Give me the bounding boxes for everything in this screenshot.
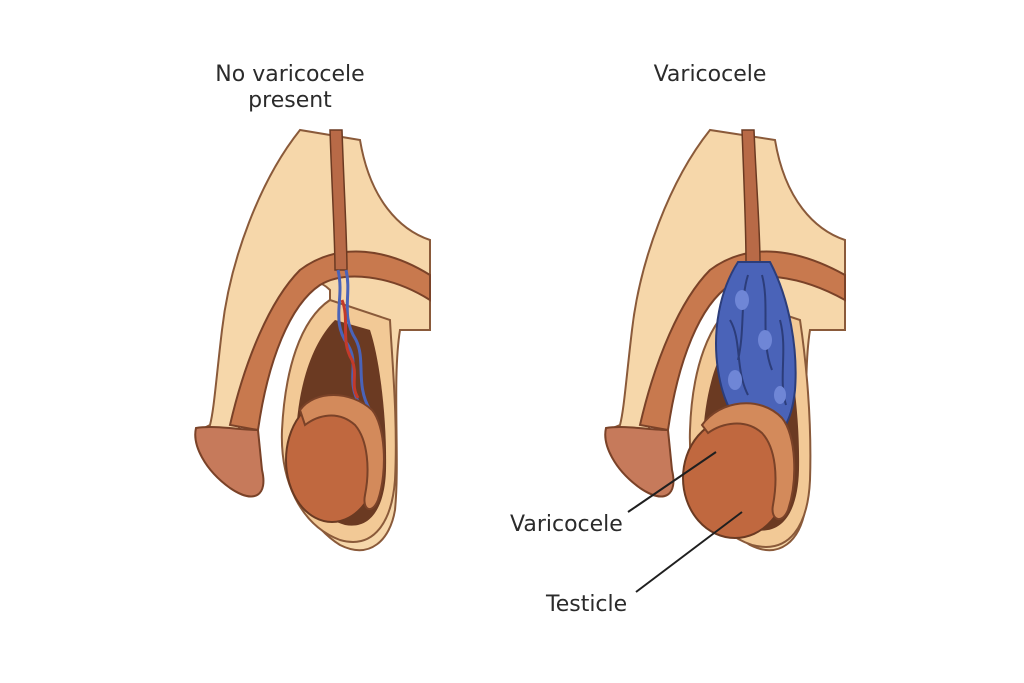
right-diagram: [604, 128, 846, 593]
right-penis-shaft: [638, 250, 846, 432]
left-artery: [340, 299, 360, 399]
right-glans: [604, 426, 675, 498]
right-vein-node-4: [774, 386, 786, 404]
right-epididymis: [700, 402, 796, 520]
left-normal-vein-2: [344, 269, 372, 411]
left-title-line-1: No varicocele: [215, 62, 365, 87]
testicle-leader-line: [635, 511, 743, 593]
right-vein-node-3: [728, 370, 742, 390]
left-epididymis: [298, 394, 385, 510]
right-vein-detail: [729, 274, 787, 406]
left-diagram-title: No varicocele present: [200, 62, 380, 114]
left-diagram: [194, 128, 431, 551]
varicocele-leader-line: [627, 451, 717, 513]
testicle-label: Testicle: [546, 592, 628, 617]
varicocele-label: Varicocele: [510, 512, 623, 537]
right-diagram-title: Varicocele: [653, 62, 767, 87]
left-penis-shaft: [228, 250, 431, 432]
right-vein-node-2: [758, 330, 772, 350]
left-title-line-2: present: [248, 88, 332, 113]
right-vein-node-1: [735, 290, 749, 310]
left-glans: [194, 426, 265, 498]
